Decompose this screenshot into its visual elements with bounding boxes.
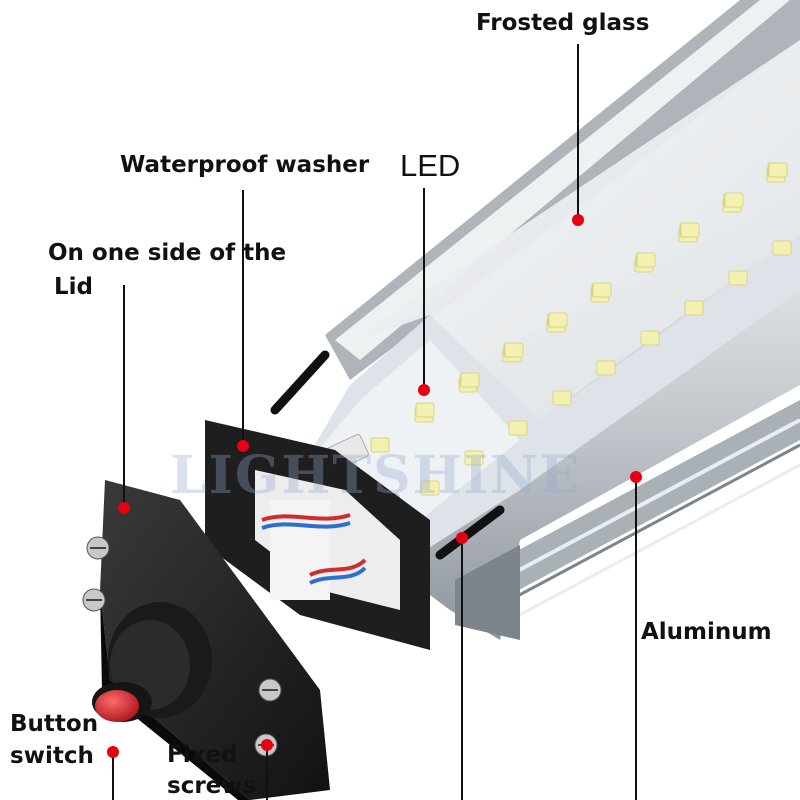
fixing-screws — [82, 536, 282, 757]
led-chip — [504, 342, 524, 358]
label-lid-line2: Lid — [54, 274, 94, 300]
callout-markers — [107, 214, 642, 758]
label-button-line2: switch — [10, 743, 94, 769]
lid-plate — [82, 480, 330, 800]
red-push-button — [95, 690, 139, 722]
label-aluminum: Aluminum — [641, 619, 772, 645]
led-chip — [680, 222, 700, 238]
marker-led — [418, 384, 430, 396]
led-chip — [728, 270, 748, 286]
led-chip — [548, 312, 568, 328]
marker-frosted-glass — [572, 214, 584, 226]
marker-fixed-screws — [261, 739, 273, 751]
led-chip — [552, 390, 572, 406]
label-screws-line2: screws — [167, 773, 257, 799]
label-led: LED — [400, 148, 461, 183]
marker-waterproof-washer — [237, 440, 249, 452]
led-chip — [768, 162, 788, 178]
label-lid-line1: On one side of the — [48, 240, 287, 266]
led-chips — [370, 162, 792, 496]
led-chip — [684, 300, 704, 316]
led-chip — [370, 437, 390, 453]
led-chip — [415, 402, 435, 418]
led-chip — [596, 360, 616, 376]
marker-button-switch — [107, 746, 119, 758]
marker-lid — [118, 502, 130, 514]
led-chip — [640, 330, 660, 346]
led-chip — [508, 420, 528, 436]
led-chip — [772, 240, 792, 256]
led-chip — [420, 480, 440, 496]
label-screws-line1: Fixed — [167, 742, 238, 768]
marker-pin — [456, 532, 468, 544]
leader-lines — [112, 44, 637, 800]
label-frosted-glass: Frosted glass — [476, 10, 650, 36]
label-waterproof-washer: Waterproof washer — [120, 152, 370, 178]
led-chip — [636, 252, 656, 268]
led-chip — [592, 282, 612, 298]
led-chip — [460, 372, 480, 388]
watermark: LIGHTSHINE — [170, 445, 582, 506]
led-chip — [464, 450, 484, 466]
label-button-line1: Button — [10, 711, 99, 737]
marker-aluminum — [630, 471, 642, 483]
waterproof-washer — [205, 420, 430, 650]
led-chip — [724, 192, 744, 208]
